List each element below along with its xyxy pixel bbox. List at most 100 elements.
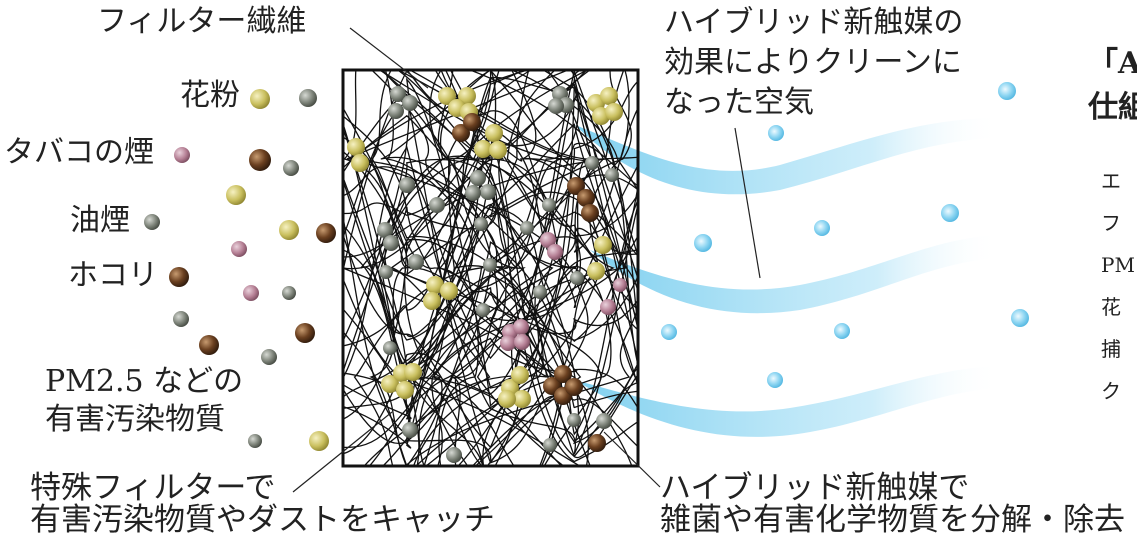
pollen-particle	[396, 381, 414, 399]
label-clean-air-line1: ハイブリッド新触媒の	[664, 5, 964, 40]
oil-smoke-particle	[520, 221, 534, 235]
oil-smoke-particle	[480, 184, 496, 200]
oil-smoke-particle	[542, 198, 556, 212]
oil-smoke-particle	[399, 177, 415, 193]
label-pm25-line2: 有害汚染物質	[45, 402, 225, 437]
oil-smoke-particle	[283, 160, 299, 176]
clean-air-particle	[768, 125, 784, 141]
fiber-strand	[343, 83, 638, 464]
particles	[144, 82, 1029, 463]
oil-smoke-particle	[476, 303, 490, 317]
fiber-strand	[368, 70, 628, 466]
dust-particle	[463, 113, 481, 131]
dust-particle	[249, 149, 271, 171]
pollen-particle	[498, 390, 516, 408]
fiber-strand	[450, 70, 526, 466]
dust-particle	[554, 365, 572, 383]
oil-smoke-particle	[585, 156, 599, 170]
side-panel-line: ク	[1101, 379, 1121, 403]
side-panel-title-line2: 仕組	[1088, 90, 1137, 125]
oil-smoke-particle	[465, 185, 481, 201]
oil-smoke-particle	[474, 217, 488, 231]
pollen-particle	[587, 262, 605, 280]
oil-smoke-particle	[596, 413, 612, 429]
dust-particle	[295, 323, 315, 343]
tobacco-smoke-particle	[613, 278, 627, 292]
fiber-strand	[396, 70, 599, 466]
pollen-particle	[440, 282, 458, 300]
oil-smoke-particle	[429, 197, 445, 213]
side-panel-title: 「AT 仕組	[1088, 42, 1137, 130]
clean-air-particle	[661, 324, 677, 340]
pollen-particle	[438, 87, 456, 105]
pollen-particle	[426, 276, 444, 294]
fiber-strand	[343, 70, 638, 368]
tobacco-smoke-particle	[547, 244, 563, 260]
side-panel-line: エ	[1101, 169, 1121, 193]
dust-particle	[565, 378, 583, 396]
label-oil-smoke: 油煙	[70, 203, 130, 238]
air-stream-middle	[590, 235, 1000, 314]
leader-lines	[292, 27, 761, 493]
tobacco-smoke-particle	[513, 319, 529, 335]
fiber-strand	[343, 126, 638, 445]
fiber-strand	[343, 224, 638, 409]
pollen-particle	[250, 89, 270, 109]
label-catalyst-line1: ハイブリッド新触媒で	[660, 470, 970, 506]
label-clean-air-line2: 効果によりクリーンに	[664, 45, 962, 80]
side-panel-line: フ	[1101, 211, 1121, 235]
oil-smoke-particle	[173, 311, 189, 327]
fiber-strand	[343, 85, 638, 365]
oil-smoke-particle	[402, 95, 418, 111]
oil-smoke-particle	[379, 265, 393, 279]
leader-catalyst	[603, 431, 661, 488]
pollen-particle	[279, 220, 299, 240]
clean-air-particle	[998, 82, 1016, 100]
side-panel-line: PM	[1101, 253, 1135, 277]
label-dust: ホコリ	[68, 258, 158, 293]
oil-smoke-particle	[483, 258, 497, 272]
pollen-particle	[226, 185, 246, 205]
oil-smoke-particle	[446, 447, 462, 463]
oil-smoke-particle	[470, 170, 486, 186]
pollen-particle	[381, 375, 399, 393]
oil-smoke-particle	[567, 413, 581, 427]
fiber-strand	[343, 198, 638, 466]
dust-particle	[588, 434, 606, 452]
oil-smoke-particle	[383, 341, 397, 355]
dust-particle	[577, 189, 595, 207]
label-pm25-line1: PM2.5 などの	[45, 364, 244, 399]
pollen-particle	[309, 431, 329, 451]
oil-smoke-particle	[282, 286, 296, 300]
fiber-strand	[389, 70, 632, 466]
dust-particle	[316, 223, 336, 243]
oil-smoke-particle	[299, 89, 317, 107]
pollen-particle	[605, 103, 623, 121]
oil-smoke-particle	[548, 98, 564, 114]
clean-air-particle	[941, 204, 959, 222]
oil-smoke-particle	[248, 434, 262, 448]
clean-air-particle	[1011, 309, 1029, 327]
label-tobacco-smoke: タバコの煙	[4, 135, 154, 170]
side-panel-title-line1: 「AT	[1088, 46, 1137, 81]
label-special-filter-line2: 有害汚染物質やダストをキャッチ	[30, 502, 495, 538]
pollen-particle	[594, 236, 612, 254]
tobacco-smoke-particle	[500, 335, 516, 351]
tobacco-smoke-particle	[174, 147, 190, 163]
fiber-strand	[343, 76, 638, 416]
leader-filter-fiber	[349, 27, 429, 89]
fiber-strand	[343, 213, 638, 435]
oil-smoke-particle	[388, 103, 404, 119]
dust-particle	[452, 124, 470, 142]
pollen-particle	[404, 363, 422, 381]
side-panel-line: 花	[1101, 295, 1121, 319]
air-stream-top	[575, 118, 1000, 195]
side-panel-line: 捕	[1101, 337, 1121, 361]
pollen-particle	[458, 87, 476, 105]
tobacco-smoke-particle	[540, 232, 556, 248]
air-stream-bottom	[575, 366, 1000, 437]
tobacco-smoke-particle	[231, 241, 247, 257]
pollen-particle	[489, 141, 507, 159]
fiber-strand	[343, 115, 638, 458]
